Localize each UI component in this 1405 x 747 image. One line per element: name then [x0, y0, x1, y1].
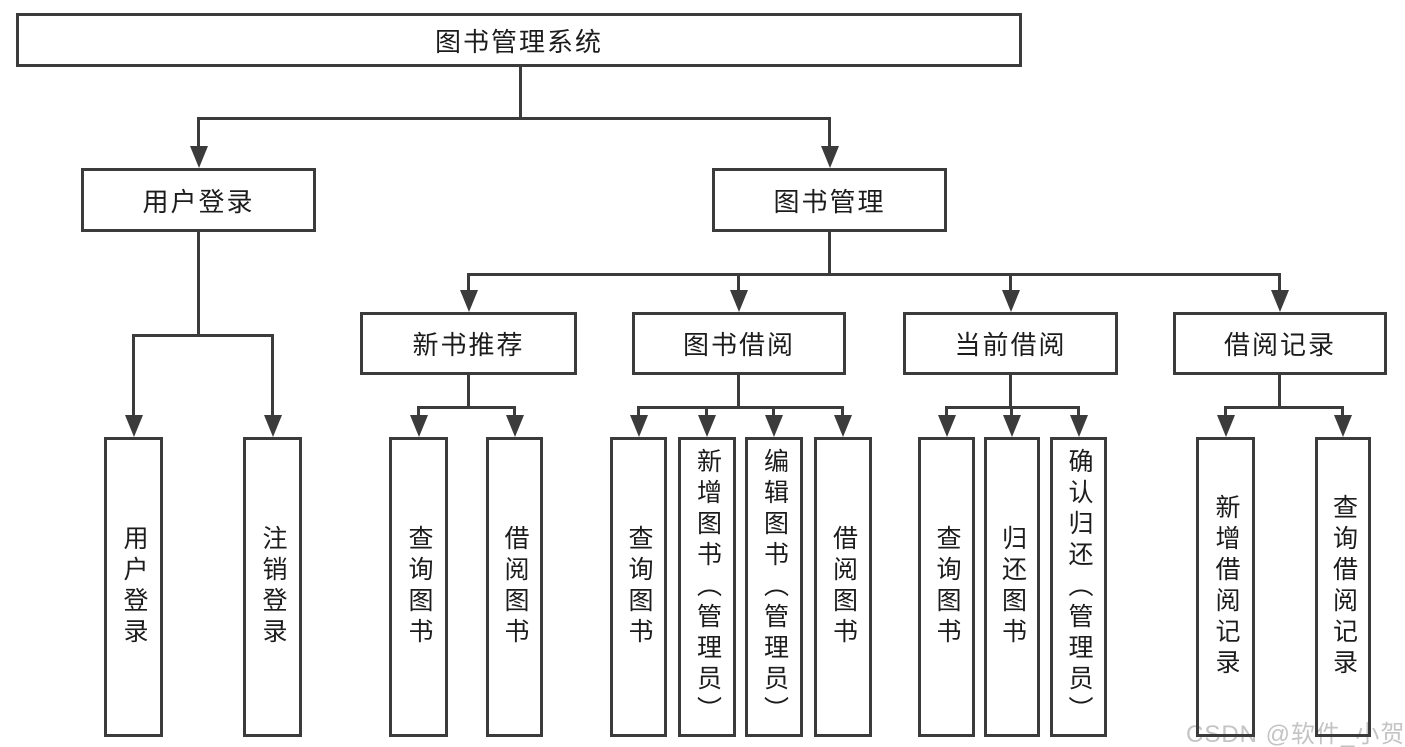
- arrow-down-icon: [1341, 406, 1344, 415]
- node-current-borrow-label: 当前借阅: [954, 330, 1067, 360]
- node-book-management-label: 图书管理: [773, 186, 886, 217]
- arrow-down-icon: [705, 406, 708, 415]
- leaf-query-borrow-record: 查询借阅记录: [1315, 437, 1371, 737]
- arrow-down-icon: [945, 406, 948, 415]
- leaf-confirm-return-admin: 确认归还（管理员）: [1050, 437, 1107, 737]
- connector-root-stem: [519, 67, 522, 117]
- node-borrow-records-label: 借阅记录: [1223, 330, 1336, 360]
- arrow-down-icon: [197, 117, 200, 146]
- leaf-add-borrow-record-label: 新增借阅记录: [1212, 494, 1240, 680]
- node-book-management: 图书管理: [712, 168, 947, 232]
- node-book-borrow: 图书借阅: [632, 312, 846, 375]
- leaf-query-books-borrow: 查询图书: [610, 437, 667, 737]
- leaf-return-book-label: 归还图书: [998, 525, 1027, 649]
- leaf-logout: 注销登录: [243, 437, 302, 737]
- arrow-down-icon: [828, 117, 831, 146]
- leaf-add-borrow-record: 新增借阅记录: [1196, 437, 1255, 737]
- node-current-borrow: 当前借阅: [903, 312, 1118, 375]
- node-library-system-label: 图书管理系统: [434, 26, 603, 57]
- leaf-borrow-books-recommend-label: 借阅图书: [501, 525, 529, 649]
- connector-book-borrow-rail: [637, 406, 843, 409]
- connector-book-management-stem: [828, 232, 831, 273]
- connector-level2-rail: [197, 117, 831, 120]
- arrow-down-icon: [132, 334, 135, 415]
- leaf-borrow-books-borrow-label: 借阅图书: [829, 525, 858, 649]
- connector-new-book-rail: [417, 406, 516, 409]
- connector-level3-rail: [467, 273, 1281, 276]
- leaf-query-books-current: 查询图书: [918, 437, 975, 737]
- connector-new-book-stem: [467, 375, 470, 406]
- leaf-add-book-admin-label: 新增图书（管理员）: [693, 447, 722, 727]
- node-new-book-recommend-label: 新书推荐: [412, 330, 525, 360]
- leaf-borrow-books-recommend: 借阅图书: [486, 437, 543, 737]
- arrow-down-icon: [417, 406, 420, 415]
- arrow-down-icon: [772, 406, 775, 415]
- node-book-borrow-label: 图书借阅: [682, 330, 795, 360]
- connector-book-borrow-stem: [737, 375, 740, 406]
- arrow-down-icon: [1278, 273, 1281, 290]
- arrow-down-icon: [1077, 406, 1080, 415]
- leaf-edit-book-admin: 编辑图书（管理员）: [745, 437, 803, 737]
- leaf-query-books-recommend: 查询图书: [389, 437, 448, 737]
- leaf-add-book-admin: 新增图书（管理员）: [678, 437, 736, 737]
- connector-borrow-records-rail: [1224, 406, 1344, 409]
- leaf-logout-label: 注销登录: [259, 525, 287, 649]
- leaf-query-books-recommend-label: 查询图书: [405, 525, 433, 649]
- leaf-query-books-borrow-label: 查询图书: [625, 525, 653, 649]
- arrow-down-icon: [467, 273, 470, 290]
- arrow-down-icon: [513, 406, 516, 415]
- arrow-down-icon: [841, 406, 844, 415]
- leaf-return-book: 归还图书: [984, 437, 1040, 737]
- arrow-down-icon: [271, 334, 274, 415]
- arrow-down-icon: [1010, 406, 1013, 415]
- connector-user-login-rail: [132, 334, 274, 337]
- node-borrow-records: 借阅记录: [1173, 312, 1387, 375]
- leaf-query-borrow-record-label: 查询借阅记录: [1329, 494, 1358, 680]
- leaf-user-login: 用户登录: [104, 437, 163, 737]
- arrow-down-icon: [737, 273, 740, 290]
- arrow-down-icon: [1224, 406, 1227, 415]
- node-user-login-label: 用户登录: [142, 186, 255, 217]
- arrow-down-icon: [1009, 273, 1012, 290]
- node-library-system: 图书管理系统: [16, 13, 1022, 67]
- leaf-edit-book-admin-label: 编辑图书（管理员）: [760, 447, 789, 727]
- node-user-login: 用户登录: [81, 168, 316, 232]
- leaf-confirm-return-admin-label: 确认归还（管理员）: [1065, 447, 1093, 727]
- node-new-book-recommend: 新书推荐: [360, 312, 577, 375]
- leaf-borrow-books-borrow: 借阅图书: [814, 437, 872, 737]
- arrow-down-icon: [637, 406, 640, 415]
- leaf-query-books-current-label: 查询图书: [933, 525, 961, 649]
- connector-user-login-stem: [197, 232, 200, 334]
- connector-current-borrow-stem: [1009, 375, 1012, 406]
- connector-borrow-records-stem: [1278, 375, 1281, 406]
- leaf-user-login-label: 用户登录: [120, 525, 148, 649]
